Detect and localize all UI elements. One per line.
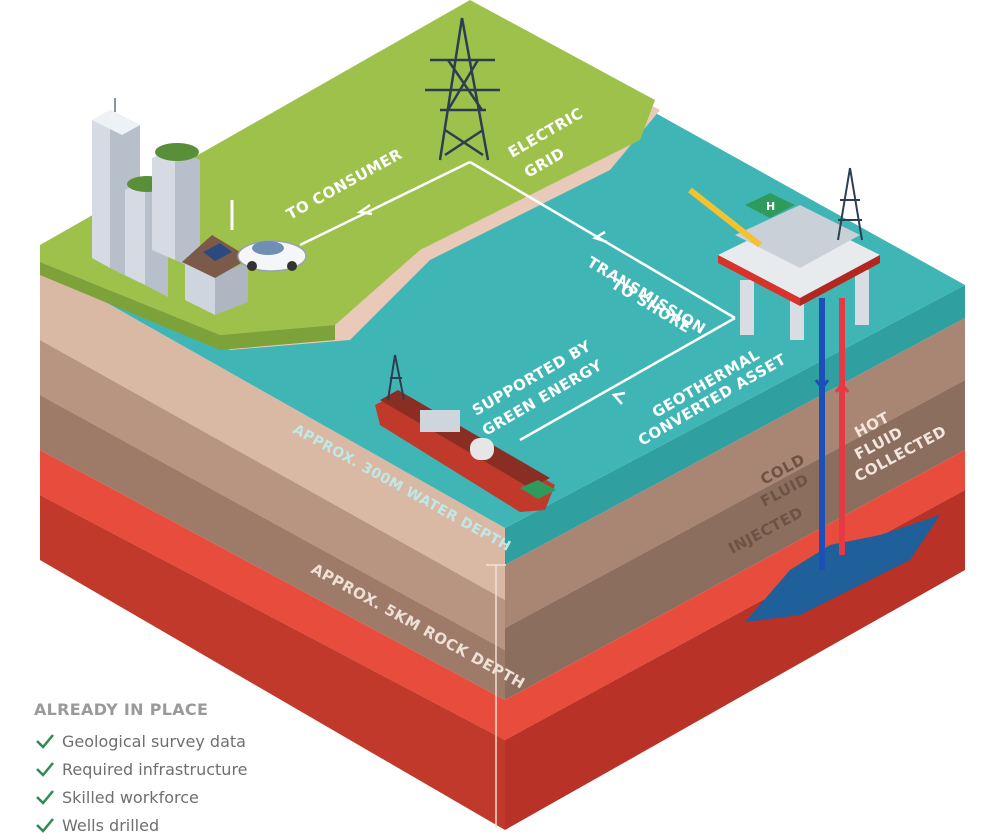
legend-item-label: Wells drilled xyxy=(62,815,160,835)
hot-arrow xyxy=(834,381,850,393)
city-buildings xyxy=(92,98,307,315)
line-to-consumer xyxy=(299,160,471,247)
land-edge xyxy=(40,262,335,350)
line-platform-to-ship xyxy=(519,316,736,442)
helipad-mark: H xyxy=(766,200,776,213)
legend-title: ALREADY IN PLACE xyxy=(34,700,209,719)
tower-2-left xyxy=(125,180,145,285)
platform-deck-red xyxy=(718,255,800,306)
legend-item-label: Skilled workforce xyxy=(62,787,199,807)
cold-arrow xyxy=(814,379,830,391)
drilling-derrick-icon xyxy=(837,167,863,241)
left-rock-dark xyxy=(40,395,505,700)
tower-3-left xyxy=(152,148,175,260)
right-magma-top xyxy=(505,450,965,740)
platform-modules xyxy=(735,205,860,268)
electric-pylon-icon xyxy=(425,17,500,161)
check-icon xyxy=(36,734,54,749)
helipad xyxy=(745,193,795,218)
left-rock-mid xyxy=(40,340,505,650)
legend-item: Skilled workforce xyxy=(34,783,334,811)
legend: ALREADY IN PLACE Geological survey data … xyxy=(34,700,334,839)
right-rock-mid xyxy=(505,380,965,700)
ship xyxy=(375,354,556,512)
car-wheel-1 xyxy=(247,261,257,271)
right-water-side xyxy=(505,285,965,565)
offshore-platform: H xyxy=(688,167,880,340)
flow-arrowheads xyxy=(356,203,626,405)
solar-panel-icon xyxy=(203,243,232,261)
left-magma-top xyxy=(40,450,505,740)
ship-helipad xyxy=(520,480,556,499)
check-icon xyxy=(36,818,54,833)
car-window xyxy=(252,241,284,255)
tower-3-right xyxy=(175,148,200,272)
ship-derrick-icon xyxy=(387,354,405,401)
left-magma-bottom xyxy=(40,495,505,830)
legend-item-label: Required infrastructure xyxy=(62,759,248,779)
legend-item: Geological survey data xyxy=(34,727,334,755)
ship-tank xyxy=(470,438,494,460)
reservoir xyxy=(745,515,940,622)
platform-crane xyxy=(688,187,762,248)
roof-garden-2 xyxy=(155,143,199,161)
legend-item: Wells drilled xyxy=(34,811,334,839)
right-face-strata xyxy=(505,285,965,830)
arrow-ship xyxy=(611,391,626,405)
right-rock-top xyxy=(505,318,965,628)
legend-item-label: Geological survey data xyxy=(62,731,246,751)
tower-1-top xyxy=(92,110,140,135)
tower-1-left xyxy=(92,110,110,268)
house-side xyxy=(215,262,248,315)
arrow-shore xyxy=(592,230,608,244)
car-wheel-2 xyxy=(287,261,297,271)
left-rock-top xyxy=(40,265,505,600)
legend-item: Required infrastructure xyxy=(34,755,334,783)
platform-deck-red-r xyxy=(800,255,880,306)
check-icon xyxy=(36,790,54,805)
ship-modules xyxy=(420,410,460,432)
left-face-strata xyxy=(40,265,505,830)
check-icon xyxy=(36,762,54,777)
house-front xyxy=(185,262,215,315)
arrow-consumer xyxy=(356,203,373,216)
